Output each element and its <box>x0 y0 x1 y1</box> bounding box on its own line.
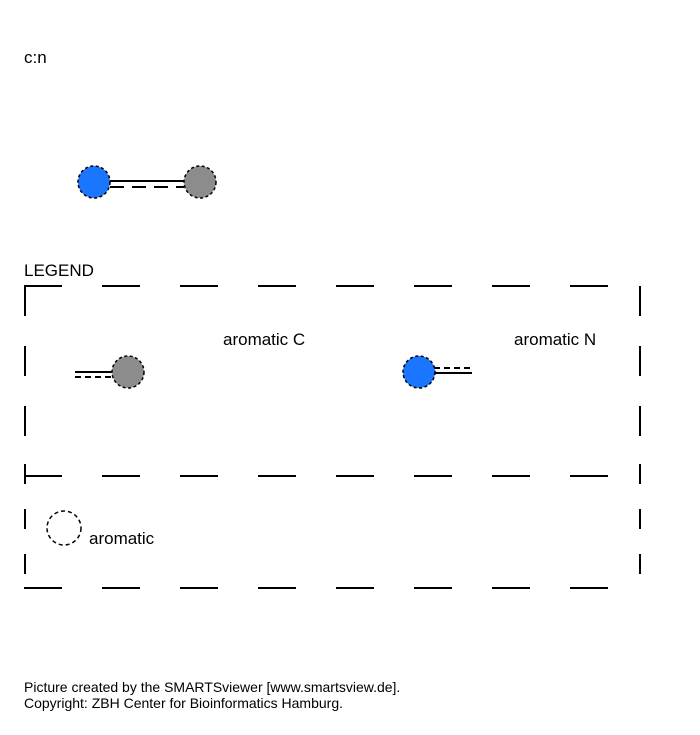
legend-title: LEGEND <box>24 261 94 280</box>
legend-aromatic-c-bond <box>75 371 112 378</box>
footer-line-1: Picture created by the SMARTSviewer [www… <box>24 679 401 695</box>
legend-aromatic-label: aromatic <box>89 529 155 548</box>
legend-aromatic-c-label: aromatic C <box>223 330 306 349</box>
legend-aromatic-n-label: aromatic N <box>514 330 597 349</box>
legend-box-atoms <box>24 285 641 477</box>
legend-carbon-atom <box>111 355 145 389</box>
legend-aromatic-n-bond <box>434 367 472 374</box>
smarts-pattern-title: c:n <box>24 48 47 67</box>
legend-nitrogen-atom <box>402 355 436 389</box>
legend-box-properties <box>24 464 641 589</box>
footer-line-2: Copyright: ZBH Center for Bioinformatics… <box>24 695 343 711</box>
legend-aromatic-marker <box>46 510 82 546</box>
aromatic-bond <box>110 180 184 188</box>
footer-credits: Picture created by the SMARTSviewer [www… <box>24 679 400 711</box>
nitrogen-atom <box>77 165 111 199</box>
carbon-atom <box>183 165 217 199</box>
